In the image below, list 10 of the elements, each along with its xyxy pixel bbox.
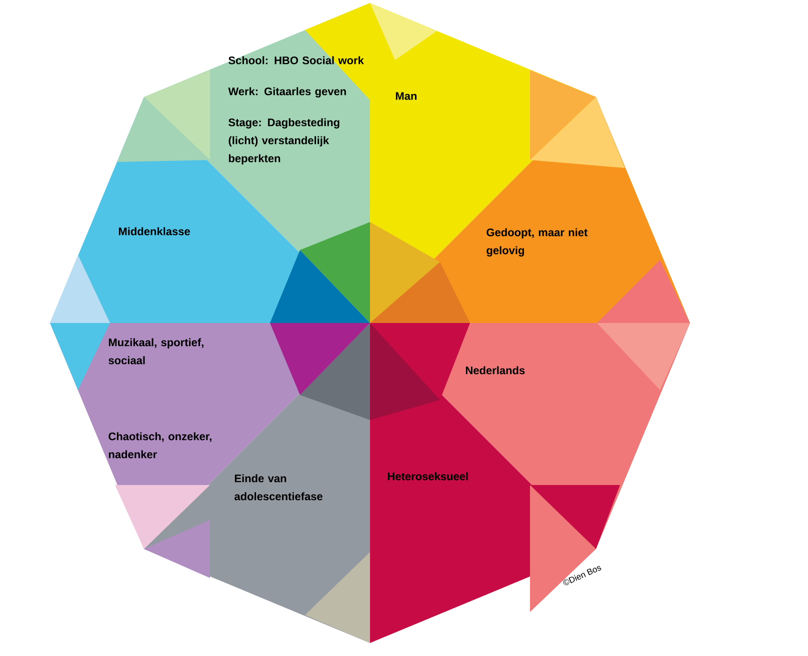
sector-label: Einde van adolescentiefase xyxy=(234,474,322,500)
sector-label: Heteroseksueel xyxy=(388,472,468,480)
sector-label: Man xyxy=(396,92,417,100)
sector-label: Gedoopt, maar niet gelovig xyxy=(486,228,588,256)
sector-label: School: HBO Social work Werk: Gitaarles geven Stage: Dagbesteding (licht) verstandelijk beperkten xyxy=(228,56,364,164)
sector-label: Middenklasse xyxy=(118,227,190,236)
sector-label: Nederlands xyxy=(466,366,525,374)
copyright-note: ©Dien Bos xyxy=(563,566,602,586)
sector-label: Chaotisch, onzeker, nadenker xyxy=(108,432,212,458)
sector-label: Muzikaal, sportief, sociaal xyxy=(108,338,204,364)
